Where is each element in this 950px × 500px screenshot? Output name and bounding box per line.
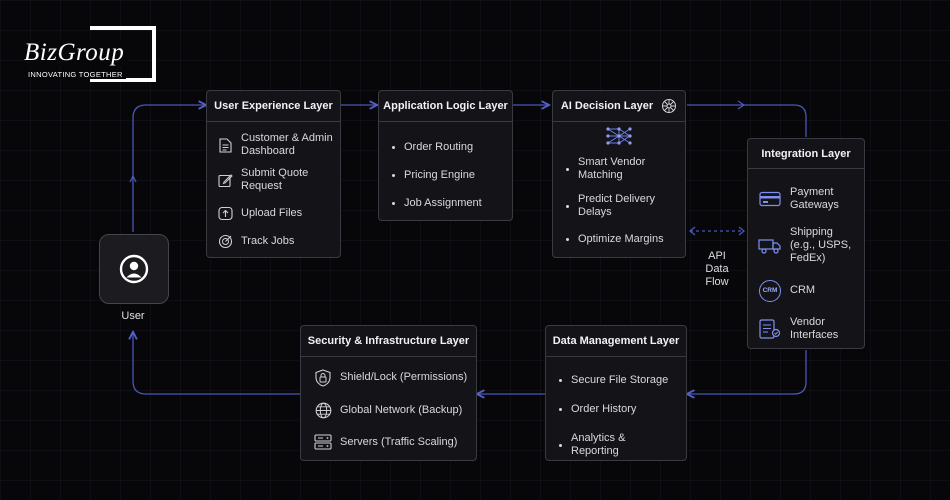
- ai-item: Predict Delivery Delays: [566, 188, 685, 224]
- app-item-label: Order Routing: [404, 140, 474, 153]
- arrow-security-to-user: [133, 333, 300, 395]
- crm-badge: CRM: [759, 279, 781, 302]
- logo-tagline: INNOVATING TOGETHER: [28, 70, 126, 79]
- ai-layer-title: AI Decision Layer: [560, 100, 654, 112]
- ai-brain-row: [553, 122, 685, 150]
- ux-item-quote: Submit Quote Request: [217, 160, 340, 200]
- ux-item-label: Customer & Admin Dashboard: [241, 132, 333, 157]
- app-layer-title: Application Logic Layer: [379, 91, 512, 122]
- credit-card-icon: [758, 191, 782, 207]
- bullet: [566, 167, 569, 171]
- data-item: Secure File Storage: [559, 365, 686, 395]
- security-item-label: Global Network (Backup): [340, 403, 463, 416]
- api-label-line: Data: [705, 263, 729, 275]
- edit-icon: [217, 172, 233, 188]
- bullet: [559, 407, 562, 411]
- app-item: Order Routing: [392, 133, 512, 161]
- integration-layer-box[interactable]: Integration Layer Payment Gateways Shipp…: [747, 138, 865, 349]
- integration-item-label: Vendor Interfaces: [790, 316, 839, 341]
- ai-item-label: Predict Delivery Delays: [578, 193, 656, 218]
- bullet: [566, 237, 569, 241]
- bizgroup-logo: BizGroup INNOVATING TOGETHER: [0, 26, 156, 82]
- api-label-line: Flow: [705, 276, 729, 288]
- app-item: Job Assignment: [392, 189, 512, 217]
- security-layer-box[interactable]: Security & Infrastructure Layer Shield/L…: [300, 325, 477, 461]
- ux-item-dashboard: Customer & Admin Dashboard: [217, 130, 340, 160]
- crm-icon: CRM: [758, 279, 782, 302]
- arrow-user-to-ux: [132, 105, 205, 232]
- integration-item-label: Payment Gateways: [790, 186, 839, 211]
- data-item-label: Analytics & Reporting: [571, 432, 626, 457]
- server-icon: [314, 433, 332, 451]
- document-icon: [217, 137, 233, 153]
- logo-name: BizGroup: [24, 39, 129, 67]
- security-item-permissions: Shield/Lock (Permissions): [314, 361, 476, 394]
- data-layer-box[interactable]: Data Management Layer Secure File Storag…: [545, 325, 687, 461]
- app-item-label: Pricing Engine: [404, 168, 475, 181]
- security-item-label: Shield/Lock (Permissions): [340, 371, 468, 383]
- integration-item-label: Shipping (e.g., USPS, FedEx): [790, 226, 852, 264]
- ai-item: Optimize Margins: [566, 224, 685, 254]
- bullet: [566, 204, 569, 208]
- ux-item-label: Track Jobs: [241, 234, 295, 247]
- ux-item-label: Submit Quote Request: [241, 167, 309, 192]
- upload-icon: [217, 206, 233, 222]
- user-label: User: [121, 310, 145, 322]
- neural-network-icon: [606, 127, 632, 145]
- app-item-label: Job Assignment: [404, 196, 482, 209]
- security-item-label: Servers (Traffic Scaling): [340, 435, 458, 448]
- bullet: [392, 201, 395, 205]
- truck-icon: [758, 238, 782, 254]
- integration-item-shipping: Shipping (e.g., USPS, FedEx): [758, 219, 864, 272]
- data-item-label: Order History: [571, 402, 637, 415]
- ai-layer-box[interactable]: AI Decision Layer Smart Vendor Matching …: [552, 90, 686, 258]
- api-data-flow-label: API Data Flow: [697, 250, 737, 289]
- integration-item-crm: CRM CRM: [758, 272, 864, 309]
- app-layer-box[interactable]: Application Logic Layer Order Routing Pr…: [378, 90, 513, 221]
- api-label-line: API: [708, 250, 726, 262]
- globe-icon: [314, 401, 332, 419]
- security-layer-title: Security & Infrastructure Layer: [301, 326, 476, 357]
- bullet: [392, 173, 395, 177]
- integration-item-vendor: Vendor Interfaces: [758, 309, 864, 349]
- ai-item-label: Optimize Margins: [578, 232, 664, 245]
- bullet: [559, 378, 562, 382]
- app-item: Pricing Engine: [392, 161, 512, 189]
- data-item-label: Secure File Storage: [571, 373, 669, 386]
- ux-item-upload: Upload Files: [217, 200, 340, 227]
- bullet: [559, 443, 562, 447]
- ai-item-label: Smart Vendor Matching: [578, 156, 646, 181]
- arrow-ai-to-integration: [687, 104, 807, 137]
- bullet: [392, 145, 395, 149]
- user-icon: [119, 254, 149, 284]
- logo-frame: [90, 26, 156, 82]
- shield-lock-icon: [314, 368, 332, 387]
- ux-layer-title: User Experience Layer: [207, 91, 340, 122]
- arrow-integration-to-data: [688, 350, 807, 394]
- security-item-network: Global Network (Backup): [314, 394, 476, 426]
- user-node[interactable]: [99, 234, 169, 304]
- integration-layer-title: Integration Layer: [748, 139, 864, 169]
- ux-item-track: Track Jobs: [217, 227, 340, 255]
- ux-layer-box[interactable]: User Experience Layer Customer & Admin D…: [206, 90, 341, 258]
- target-icon: [217, 233, 233, 249]
- data-layer-title: Data Management Layer: [546, 326, 686, 357]
- ai-item: Smart Vendor Matching: [566, 150, 685, 188]
- vendor-icon: [758, 319, 782, 339]
- integration-item-label: CRM: [790, 284, 816, 296]
- ux-item-label: Upload Files: [241, 207, 303, 219]
- data-item: Order History: [559, 395, 686, 423]
- ai-chip-icon: [662, 99, 677, 113]
- security-item-servers: Servers (Traffic Scaling): [314, 426, 476, 458]
- ai-layer-header: AI Decision Layer: [553, 91, 685, 122]
- integration-item-payment: Payment Gateways: [758, 179, 864, 219]
- data-item: Analytics & Reporting: [559, 423, 686, 467]
